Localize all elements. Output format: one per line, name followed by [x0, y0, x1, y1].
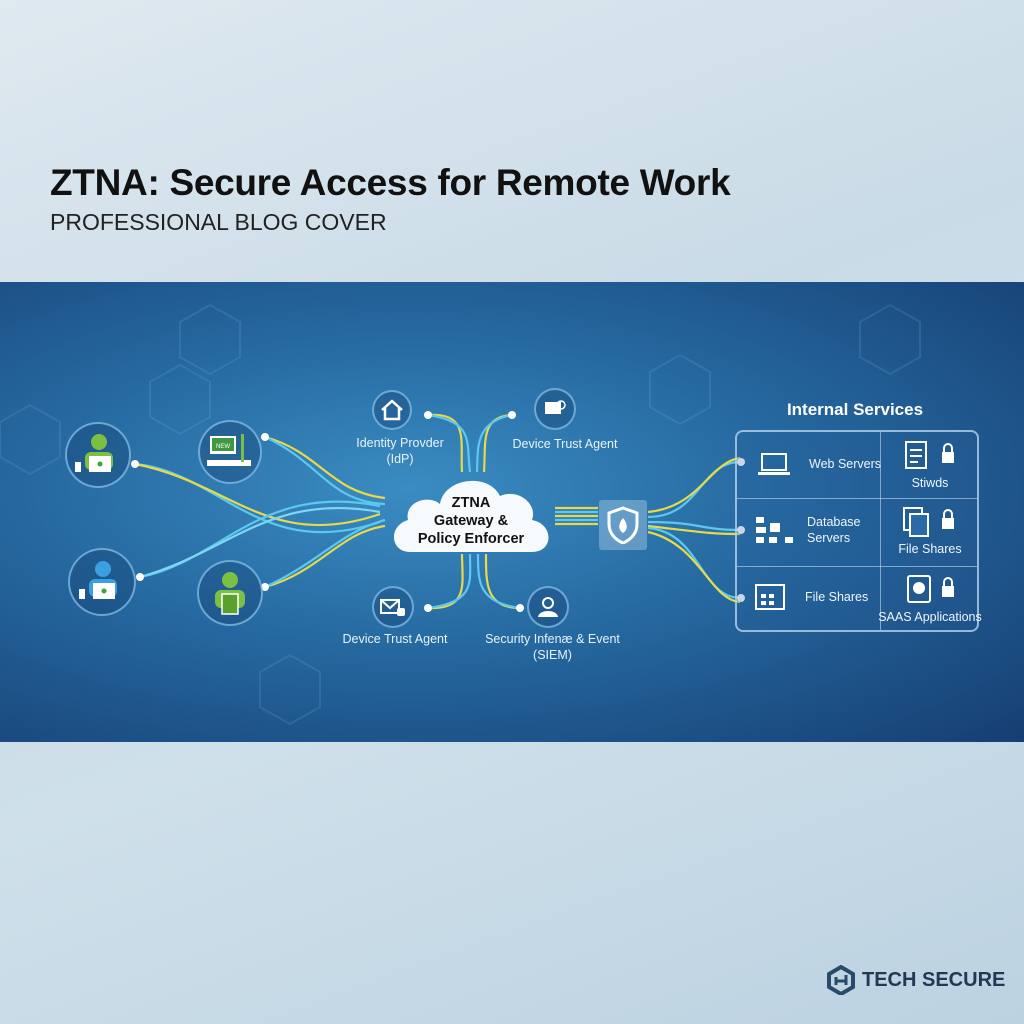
internal-services-title: Internal Services [786, 400, 924, 419]
gateway-line3: Policy Enforcer [417, 531, 525, 547]
service-stiwds: Stiwds [881, 440, 979, 490]
brand-logo: TECH SECURE [826, 965, 1005, 995]
app-lock-icon [907, 575, 954, 603]
workstation-icon: NEW [198, 420, 262, 484]
ztna-diagram-banner: NEW Identity Provder (IdP) Device Trust A… [0, 282, 1024, 742]
connection-lines [0, 303, 921, 726]
service-database-servers: Database Servers [755, 514, 867, 546]
service-saas-applications: SAAS Applications [871, 574, 989, 624]
tech-secure-logo-icon [827, 965, 855, 995]
ztna-gateway-cloud: ZTNA Gateway & Policy Enforcer [388, 468, 554, 556]
connection-dots [131, 411, 745, 612]
siem-label-line2: (SIEM) [533, 648, 572, 662]
service-label: File Shares [898, 542, 962, 556]
firewall-shield-icon [599, 500, 647, 550]
siem-label: Security Infenæ & Event (SIEM) [480, 631, 625, 663]
service-label: Database Servers [807, 515, 861, 545]
service-label: Web Servers [809, 457, 882, 471]
component-lines [427, 413, 741, 610]
database-lock-icon [756, 517, 793, 543]
page-subtitle: PROFESSIONAL BLOG COVER [50, 209, 387, 235]
device-trust-agent-bottom-label: Device Trust Agent [342, 632, 448, 646]
device-trust-agent-mail-lock-icon [372, 586, 414, 628]
siem-label-line1: Security Infenæ & Event [485, 632, 620, 646]
idp-label-line1: Identity Provder [356, 436, 444, 450]
files-lock-icon [903, 507, 954, 537]
service-label: SAAS Applications [878, 610, 982, 624]
document-lock-icon [905, 441, 954, 469]
browser-grid-icon [755, 584, 785, 610]
divider [737, 498, 977, 499]
remote-user-laptop-icon [65, 422, 131, 488]
idp-label-line2: (IdP) [386, 452, 414, 466]
device-trust-agent-top-label: Device Trust Agent [512, 437, 618, 451]
siem-user-icon [527, 586, 569, 628]
page-title: ZTNA: Secure Access for Remote Work [50, 162, 731, 203]
gateway-line1: ZTNA [451, 495, 491, 511]
idp-label: Identity Provder (IdP) [345, 435, 455, 467]
service-file-shares: File Shares [755, 584, 868, 610]
user-to-gateway-lines [134, 435, 386, 589]
remote-user-tablet-icon [197, 560, 263, 626]
divider [737, 566, 977, 567]
service-file-shares-2: File Shares [881, 506, 979, 556]
remote-user-laptop-icon [68, 548, 136, 616]
service-web-servers: Web Servers [757, 452, 881, 476]
hexagon-pattern [0, 303, 921, 726]
divider [880, 432, 881, 630]
brand-name: TECH SECURE [862, 968, 1006, 991]
device-trust-agent-icon [534, 388, 576, 430]
cloud-icon [393, 480, 549, 552]
identity-provider-home-icon [372, 390, 412, 430]
service-label: File Shares [805, 590, 869, 604]
gateway-line2: Gateway & [433, 513, 509, 529]
service-label: Stiwds [911, 476, 949, 490]
laptop-icon [758, 453, 790, 475]
internal-services-panel: Web Servers Database Servers File Shares… [735, 430, 982, 632]
screen-text: NEW [216, 444, 230, 450]
gateway-label: ZTNA Gateway & Policy Enforcer [388, 494, 554, 548]
